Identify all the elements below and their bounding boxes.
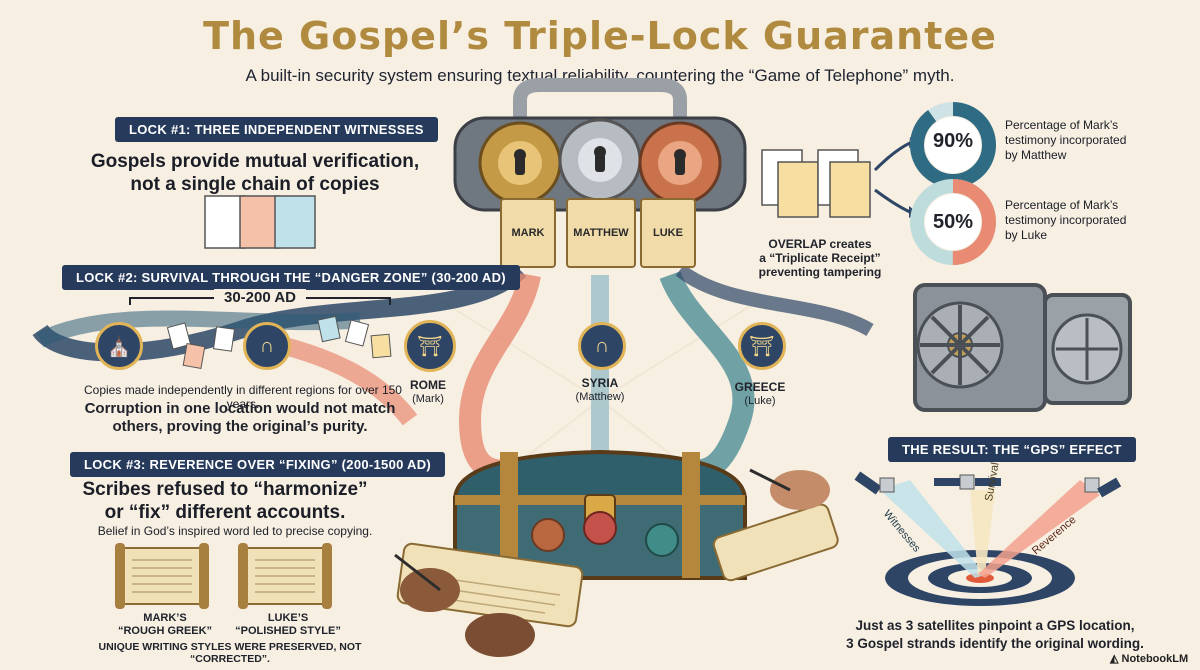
city-greece-gospel: (Luke)	[744, 395, 776, 407]
drifting-documents-icon	[166, 315, 392, 369]
quill-left	[394, 553, 441, 592]
stat-90-desc1: Percentage of Mark’s	[1005, 118, 1119, 132]
syria-icon: ∩	[578, 322, 626, 370]
gear-silver	[558, 118, 642, 202]
stat-90-desc2: testimony incorporated	[1005, 133, 1127, 147]
scroll-matthew: MATTHEW	[566, 198, 636, 268]
lock2-range: 30-200 AD	[214, 289, 306, 306]
hand-bottom	[465, 613, 535, 657]
style-luke: LUKE’S “POLISHED STYLE”	[228, 612, 348, 638]
column-icon: ⛪	[95, 322, 143, 370]
city-syria: SYRIA(Matthew)	[560, 376, 640, 404]
scroll-mark-label: MARK	[511, 227, 545, 239]
page-subtitle: A built-in security system ensuring text…	[245, 66, 955, 85]
donut-center-0	[925, 117, 981, 173]
scroll-luke: LUKE	[640, 198, 696, 268]
lock1-heading-line2: not a single chain of copies	[130, 174, 380, 195]
overlap-line3: preventing tampering	[758, 265, 882, 279]
padlock-shackle	[513, 78, 687, 130]
donut-fill-1	[910, 179, 996, 265]
city-rome-gospel: (Mark)	[412, 393, 444, 405]
seal-teal	[645, 523, 679, 557]
overlap-note: OVERLAP creates a “Triplicate Receipt” p…	[755, 237, 885, 279]
stat-90-value: 90%	[932, 130, 974, 152]
stat-50-desc1: Percentage of Mark’s	[1005, 198, 1119, 212]
city-greece-name: GREECE	[734, 380, 786, 394]
strand-mark-lower	[458, 272, 541, 482]
city-syria-gospel: (Matthew)	[575, 391, 625, 403]
lock2-heading: Corruption in one location would not mat…	[60, 400, 420, 436]
style-mark: MARK’S “ROUGH GREEK”	[110, 612, 220, 638]
style-mark-line2: “ROUGH GREEK”	[117, 625, 213, 637]
beam-reverence	[978, 480, 1100, 578]
lock3-label: LOCK #3: REVERENCE OVER “FIXING” (200-15…	[70, 452, 446, 477]
lock2-heading-line1: Corruption in one location would not mat…	[84, 400, 396, 417]
city-syria-name: SYRIA	[581, 376, 619, 390]
style-luke-line1: LUKE’S	[267, 612, 309, 624]
result-text: Just as 3 satellites pinpoint a GPS loca…	[820, 617, 1170, 653]
overlap-line1: OVERLAP creates	[768, 237, 872, 251]
greece-icon: ⛩	[738, 322, 786, 370]
open-scroll-right	[712, 503, 839, 582]
stat-50-desc3: by Luke	[1005, 228, 1048, 242]
documents-stack-icon	[204, 195, 316, 249]
stat-50-desc2: testimony incorporated	[1005, 213, 1127, 227]
result-line1: Just as 3 satellites pinpoint a GPS loca…	[855, 618, 1135, 633]
strand-luke	[659, 270, 755, 482]
documents-overlap-icon	[761, 149, 871, 218]
lock2-label: LOCK #2: SURVIVAL THROUGH THE “DANGER ZO…	[62, 265, 520, 290]
beam-witnesses	[880, 480, 985, 578]
vault-safe-icon	[913, 283, 1132, 412]
lock2-note: Copies made independently in different r…	[84, 383, 402, 411]
satellite-center-icon	[934, 474, 1001, 490]
brand-icon: ◭	[1110, 653, 1122, 665]
seal-copper	[531, 518, 565, 552]
lock3-footer: UNIQUE WRITING STYLES WERE PRESERVED, NO…	[98, 641, 362, 665]
style-mark-line1: MARK’S	[143, 612, 187, 624]
lock1-heading: Gospels provide mutual verification, not…	[60, 150, 450, 196]
style-luke-line2: “POLISHED STYLE”	[235, 625, 341, 637]
arch-icon: ∩	[243, 322, 291, 370]
scroll-mark: MARK	[500, 198, 556, 268]
donut-center-1	[925, 194, 981, 250]
quill-right	[749, 468, 791, 492]
strand-luke-upper	[675, 264, 874, 337]
gear-copper	[638, 121, 722, 205]
arrow-to-50	[874, 188, 911, 214]
satellite-right-icon	[1084, 477, 1122, 498]
scroll-matthew-label: MATTHEW	[573, 227, 629, 239]
lock2-heading-line2: others, proving the original’s purity.	[112, 418, 368, 435]
stat-50-desc: Percentage of Mark’s testimony incorpora…	[1005, 198, 1185, 243]
rome-icon: ⛩	[404, 320, 456, 372]
lock3-heading: Scribes refused to “harmonize” or “fix” …	[75, 478, 375, 524]
result-label: THE RESULT: THE “GPS” EFFECT	[888, 437, 1136, 462]
lock3-note: Belief in God’s inspired word led to pre…	[97, 524, 373, 538]
stat-90-desc: Percentage of Mark’s testimony incorpora…	[1005, 118, 1185, 163]
stat-50-value: 50%	[932, 211, 974, 233]
arrow-to-90	[873, 141, 911, 172]
satellite-left-icon	[854, 471, 895, 495]
lock1-label: LOCK #1: THREE INDEPENDENT WITNESSES	[115, 117, 438, 142]
brand-label: NotebookLM	[1121, 653, 1189, 665]
seal-red	[583, 511, 617, 545]
city-greece: GREECE(Luke)	[724, 380, 796, 408]
scroll-luke-label: LUKE	[653, 227, 683, 239]
hand-right	[770, 470, 830, 510]
lock1-heading-line1: Gospels provide mutual verification,	[90, 151, 420, 172]
lock3-heading-line1: Scribes refused to “harmonize”	[82, 479, 368, 500]
beam-survival	[970, 490, 995, 575]
donut-charts	[910, 102, 996, 265]
gear-gold	[478, 121, 562, 205]
lock3-heading-line2: or “fix” different accounts.	[104, 502, 346, 523]
hand-left	[400, 568, 460, 612]
city-rome-name: ROME	[410, 378, 446, 392]
overlap-line2: a “Triplicate Receipt”	[759, 251, 881, 265]
target-icon	[885, 550, 1075, 606]
page-title: The Gospel’s Triple-Lock Guarantee	[203, 14, 997, 58]
result-line2: 3 Gospel strands identify the original w…	[846, 636, 1144, 651]
stat-90-desc3: by Matthew	[1005, 148, 1067, 162]
brand: ◭ NotebookLM	[1110, 652, 1188, 665]
city-rome: ROME(Mark)	[392, 378, 464, 406]
